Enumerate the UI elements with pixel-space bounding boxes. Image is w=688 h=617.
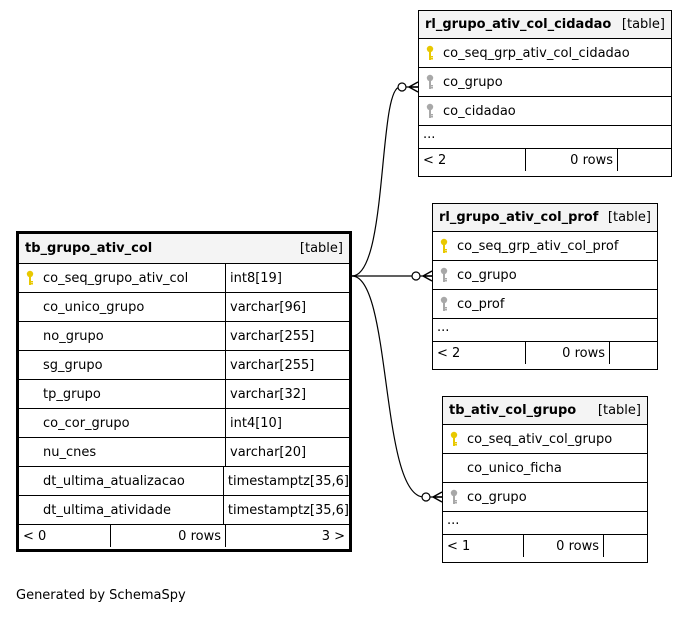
column-row[interactable]: dt_ultima_atividade timestamptz[35,6]	[19, 496, 349, 525]
column-type: int4[10]	[225, 409, 349, 437]
foreign-key-icon	[433, 267, 455, 283]
table-tb-ativ-col-grupo[interactable]: tb_ativ_col_grupo [table] co_seq_ativ_co…	[442, 396, 648, 563]
children-count: 3 >	[225, 525, 349, 547]
column-name: co_seq_grp_ativ_col_prof	[457, 238, 619, 254]
column-name: no_grupo	[43, 328, 104, 344]
table-type: [table]	[597, 403, 641, 418]
row-count: 0 rows	[110, 525, 225, 547]
table-name: rl_grupo_ativ_col_prof	[439, 210, 599, 225]
column-row[interactable]: co_seq_grupo_ativ_col int8[19]	[19, 264, 349, 293]
foreign-key-icon	[419, 103, 441, 119]
children-count	[603, 535, 647, 557]
row-count: 0 rows	[525, 149, 617, 171]
table-name: tb_grupo_ativ_col	[25, 241, 153, 256]
crowfoot-circle-grupo	[421, 492, 431, 502]
primary-key-icon	[433, 238, 455, 254]
table-type: [table]	[621, 17, 665, 32]
column-type: timestamptz[35,6]	[222, 467, 349, 495]
crowfoot-circle-prof	[411, 271, 421, 281]
column-name: dt_ultima_atualizacao	[43, 473, 185, 489]
crowfoot-grupo	[432, 491, 443, 503]
primary-key-icon	[419, 45, 441, 61]
parents-count: < 2	[423, 152, 447, 168]
column-name: sg_grupo	[43, 357, 103, 373]
edge-to-cidadao	[351, 86, 418, 277]
column-name: co_grupo	[443, 74, 503, 90]
column-type: varchar[20]	[225, 438, 349, 466]
column-row[interactable]: co_cidadao	[419, 97, 671, 126]
table-footer: < 0 0 rows 3 >	[19, 525, 349, 547]
generated-by-label: Generated by SchemaSpy	[16, 588, 186, 603]
children-count	[609, 342, 657, 364]
column-type: varchar[32]	[225, 380, 349, 408]
column-type: varchar[96]	[225, 293, 349, 321]
table-name: tb_ativ_col_grupo	[449, 403, 577, 418]
column-row[interactable]: co_cor_grupo int4[10]	[19, 409, 349, 438]
table-footer: < 2 0 rows	[433, 342, 657, 364]
column-type: varchar[255]	[225, 351, 349, 379]
column-row[interactable]: co_grupo	[443, 483, 647, 512]
column-row[interactable]: no_grupo varchar[255]	[19, 322, 349, 351]
crowfoot-cidadao	[408, 81, 419, 93]
column-name: co_cor_grupo	[43, 415, 130, 431]
column-row[interactable]: co_grupo	[419, 68, 671, 97]
column-name: co_grupo	[457, 267, 517, 283]
more-columns: ...	[419, 126, 671, 149]
column-name: co_seq_grupo_ativ_col	[43, 270, 189, 286]
column-row[interactable]: co_prof	[433, 290, 657, 319]
parents-count: < 2	[437, 345, 461, 361]
table-header: rl_grupo_ativ_col_prof [table]	[433, 204, 657, 232]
column-type: varchar[255]	[225, 322, 349, 350]
column-row[interactable]: co_unico_grupo varchar[96]	[19, 293, 349, 322]
column-row[interactable]: dt_ultima_atualizacao timestamptz[35,6]	[19, 467, 349, 496]
parents-count: < 0	[23, 528, 47, 544]
row-count: 0 rows	[523, 535, 603, 557]
column-row[interactable]: sg_grupo varchar[255]	[19, 351, 349, 380]
column-type: timestamptz[35,6]	[222, 496, 349, 524]
table-header: rl_grupo_ativ_col_cidadao [table]	[419, 11, 671, 39]
column-name: co_cidadao	[443, 103, 516, 119]
column-row[interactable]: tp_grupo varchar[32]	[19, 380, 349, 409]
table-name: rl_grupo_ativ_col_cidadao	[425, 17, 612, 32]
table-header: tb_grupo_ativ_col [table]	[19, 234, 349, 264]
column-row[interactable]: co_grupo	[433, 261, 657, 290]
table-header: tb_ativ_col_grupo [table]	[443, 397, 647, 425]
column-name: co_unico_ficha	[467, 460, 562, 476]
primary-key-icon	[19, 270, 41, 286]
table-rl-grupo-ativ-col-prof[interactable]: rl_grupo_ativ_col_prof [table] co_seq_gr…	[432, 203, 658, 370]
row-count: 0 rows	[525, 342, 609, 364]
edge-to-grupo	[351, 275, 442, 498]
column-name: co_grupo	[467, 489, 527, 505]
column-name: co_seq_ativ_col_grupo	[467, 431, 613, 447]
crowfoot-circle-cidadao	[397, 82, 407, 92]
table-type: [table]	[607, 210, 651, 225]
column-name: nu_cnes	[43, 444, 97, 460]
table-rl-grupo-ativ-col-cidadao[interactable]: rl_grupo_ativ_col_cidadao [table] co_seq…	[418, 10, 672, 177]
column-name: co_prof	[457, 296, 505, 312]
column-type: int8[19]	[225, 264, 349, 292]
primary-key-icon	[443, 431, 465, 447]
table-tb-grupo-ativ-col[interactable]: tb_grupo_ativ_col [table] co_seq_grupo_a…	[16, 231, 352, 552]
table-footer: < 2 0 rows	[419, 149, 671, 171]
column-row[interactable]: nu_cnes varchar[20]	[19, 438, 349, 467]
column-row[interactable]: co_seq_ativ_col_grupo	[443, 425, 647, 454]
foreign-key-icon	[419, 74, 441, 90]
column-name: co_unico_grupo	[43, 299, 145, 315]
column-row[interactable]: co_unico_ficha	[443, 454, 647, 483]
more-columns: ...	[443, 512, 647, 535]
parents-count: < 1	[447, 538, 471, 554]
table-type: [table]	[299, 241, 343, 256]
crowfoot-prof	[422, 270, 433, 282]
children-count	[617, 149, 671, 171]
foreign-key-icon	[433, 296, 455, 312]
column-row[interactable]: co_seq_grp_ativ_col_cidadao	[419, 39, 671, 68]
column-row[interactable]: co_seq_grp_ativ_col_prof	[433, 232, 657, 261]
column-name: dt_ultima_atividade	[43, 502, 171, 518]
table-footer: < 1 0 rows	[443, 535, 647, 557]
more-columns: ...	[433, 319, 657, 342]
column-name: co_seq_grp_ativ_col_cidadao	[443, 45, 630, 61]
column-name: tp_grupo	[43, 386, 101, 402]
foreign-key-icon	[443, 489, 465, 505]
